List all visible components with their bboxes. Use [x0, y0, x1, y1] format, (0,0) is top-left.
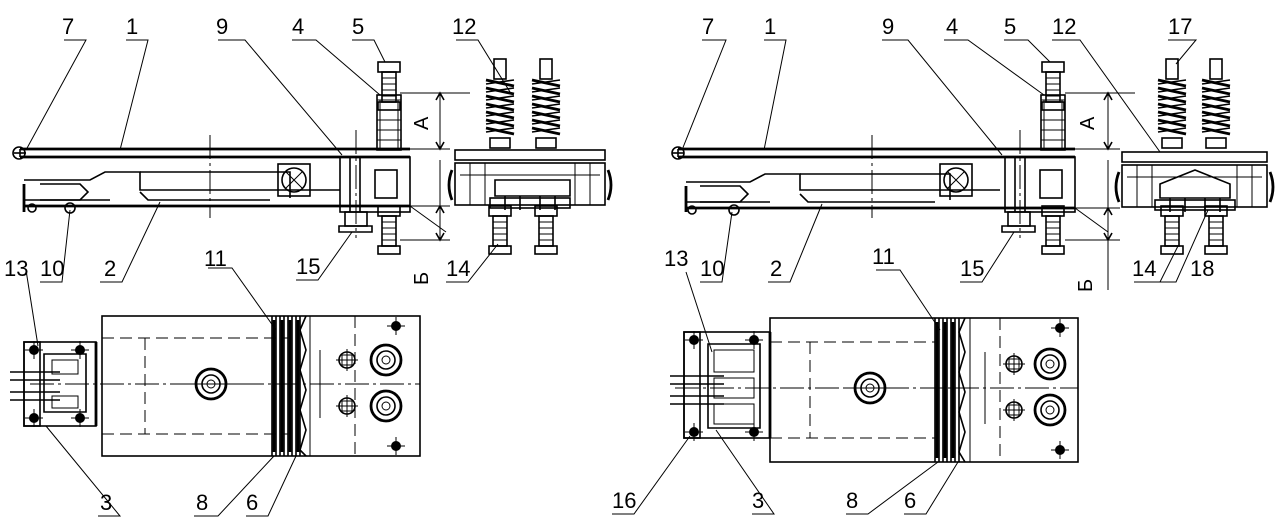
callout-3-left: 3	[100, 490, 112, 515]
callout-18-right: 18	[1190, 256, 1214, 281]
callout-11-left: 11	[204, 246, 227, 271]
left-plan-view	[10, 315, 421, 457]
callout-7-left: 7	[62, 14, 74, 39]
right-lever-2	[684, 173, 1075, 216]
callout-4-right: 4	[946, 14, 958, 39]
callout-10-right: 10	[700, 256, 724, 281]
callout-12-left: 12	[452, 14, 476, 39]
callout-6-left: 6	[246, 490, 258, 515]
callout-17-right: 17	[1168, 14, 1192, 39]
left-upright	[338, 61, 411, 255]
callout-2-right: 2	[770, 256, 782, 281]
callout-11-right: 11	[872, 244, 895, 269]
callout-8-left: 8	[196, 490, 208, 515]
callout-8-right: 8	[846, 488, 858, 513]
callout-7-right: 7	[702, 14, 714, 39]
callout-16-right: 16	[612, 488, 636, 513]
callout-9-right: 9	[882, 14, 894, 39]
callout-9-left: 9	[216, 14, 228, 39]
callout-4-left: 4	[292, 14, 304, 39]
left-lever-2	[22, 171, 410, 214]
left-dimensions: А Б	[400, 91, 470, 285]
right-dimensions: А Б	[1065, 91, 1135, 292]
callout-1-left: 1	[126, 14, 138, 39]
dim-B-left: Б	[411, 272, 433, 285]
callout-3-right: 3	[752, 488, 764, 513]
callout-5-right: 5	[1004, 14, 1016, 39]
callout-10-left: 10	[40, 256, 64, 281]
callout-13-right: 13	[664, 246, 688, 271]
right-view: А Б	[612, 14, 1275, 515]
left-contact-assembly	[447, 57, 613, 255]
right-leaders	[612, 39, 1209, 515]
callout-13-left: 13	[4, 256, 28, 281]
callout-12-right: 12	[1052, 14, 1076, 39]
callout-2-left: 2	[104, 256, 116, 281]
right-pivot	[939, 163, 973, 197]
callout-6-right: 6	[904, 488, 916, 513]
dim-A-left: А	[411, 116, 433, 130]
right-upright	[1001, 61, 1076, 255]
dim-B-right: Б	[1075, 279, 1097, 292]
right-plan-view	[670, 317, 1079, 463]
callout-15-left: 15	[296, 254, 320, 279]
callout-14-right: 14	[1132, 256, 1156, 281]
right-contact-assembly	[1114, 57, 1275, 255]
dim-A-right: А	[1077, 116, 1099, 130]
callout-14-left: 14	[446, 256, 470, 281]
callout-1-right: 1	[764, 14, 776, 39]
callout-15-right: 15	[960, 256, 984, 281]
left-view: А Б	[4, 14, 613, 517]
left-pivot	[277, 163, 311, 197]
callout-5-left: 5	[352, 14, 364, 39]
left-leaders	[25, 39, 511, 517]
